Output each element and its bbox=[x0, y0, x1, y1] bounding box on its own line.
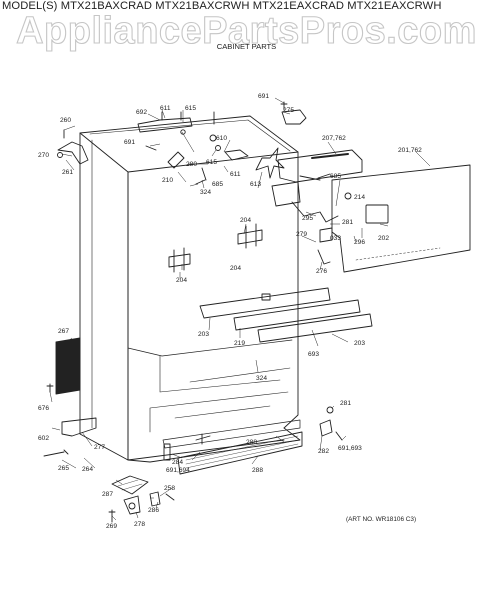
cabinet-front-edge bbox=[127, 171, 285, 461]
side-panel-267 bbox=[55, 337, 81, 395]
callout-label: 691,694 bbox=[166, 467, 190, 474]
callout-label: 260 bbox=[60, 117, 71, 124]
callout-label: 201,762 bbox=[398, 147, 422, 154]
callout-label: 693 bbox=[308, 351, 319, 358]
hinge-screw bbox=[57, 152, 63, 158]
callout-label: 279 bbox=[296, 231, 307, 238]
callout-label: 284 bbox=[172, 459, 183, 466]
callout-label: 685 bbox=[212, 181, 223, 188]
callout-label: 267 bbox=[58, 328, 69, 335]
callout-label: 691,693 bbox=[338, 445, 362, 452]
callout-label: 210 bbox=[162, 177, 173, 184]
callout-label: 282 bbox=[318, 448, 329, 455]
shelf-rail-right bbox=[237, 229, 263, 245]
callout-label: 265 bbox=[58, 465, 69, 472]
callout-label: 204 bbox=[240, 217, 251, 224]
callout-label: 264 bbox=[82, 466, 93, 473]
fan-bracket bbox=[277, 149, 363, 183]
callout-label: 602 bbox=[38, 435, 49, 442]
callout-label: 287 bbox=[102, 491, 113, 498]
watermark: AppliancePartsPros.com bbox=[16, 9, 477, 52]
callout-label: 280 bbox=[186, 161, 197, 168]
callout-label: 692 bbox=[136, 109, 147, 116]
model-list: MODEL(S) MTX21BAXCRAD MTX21BAXCRWH MTX21… bbox=[2, 0, 442, 12]
callout-label: 288 bbox=[246, 439, 257, 446]
cabinet-top-inner bbox=[89, 119, 291, 152]
callout-label: 286 bbox=[148, 507, 159, 514]
callout-label: 203 bbox=[354, 340, 365, 347]
callout-label: 270 bbox=[38, 152, 49, 159]
callout-label: 276 bbox=[316, 268, 327, 275]
leveler-plate bbox=[111, 475, 149, 495]
callout-label: 324 bbox=[200, 189, 211, 196]
rail-219 bbox=[233, 299, 361, 331]
callout-label: 685 bbox=[330, 173, 341, 180]
bottom-hinge bbox=[61, 417, 97, 437]
freezer-floor bbox=[159, 355, 291, 393]
lower-compartment bbox=[149, 391, 289, 433]
top-hinge bbox=[57, 141, 89, 165]
callout-label: 261 bbox=[62, 169, 73, 176]
wire-harness bbox=[291, 201, 339, 223]
cabinet-right-side bbox=[283, 151, 299, 429]
callout-label: 611 bbox=[230, 171, 241, 178]
damper-control bbox=[224, 149, 249, 161]
callout-label: 691 bbox=[124, 139, 135, 146]
shelf-rail-left bbox=[168, 253, 191, 268]
callout-label: 615 bbox=[206, 159, 217, 166]
roller-278 bbox=[123, 495, 141, 515]
callout-labels: 691 275 692 611 615 260 691 610 207,762 270 261 280… bbox=[38, 93, 422, 530]
callout-label: 278 bbox=[134, 521, 145, 528]
bracket-275 bbox=[281, 109, 307, 125]
callout-label: 203 bbox=[198, 331, 209, 338]
callout-label: 207,762 bbox=[322, 135, 346, 142]
callout-label: 202 bbox=[378, 235, 389, 242]
callout-label: 288 bbox=[252, 467, 263, 474]
callout-label: 691 bbox=[258, 93, 269, 100]
mullion bbox=[127, 339, 293, 357]
callout-label: 295 bbox=[302, 215, 313, 222]
callout-label: 219 bbox=[234, 340, 245, 347]
callout-label: 269 bbox=[106, 523, 117, 530]
callout-label: 676 bbox=[38, 405, 49, 412]
thermostat-knob bbox=[365, 204, 389, 224]
toe-grille bbox=[177, 431, 303, 475]
callout-label: 204 bbox=[230, 265, 241, 272]
callout-label: 613 bbox=[250, 181, 261, 188]
callout-label: 204 bbox=[176, 277, 187, 284]
cabinet-left-side bbox=[79, 132, 129, 461]
callout-label: 258 bbox=[164, 485, 175, 492]
callout-label: 615 bbox=[185, 105, 196, 112]
callout-label: 296 bbox=[354, 239, 365, 246]
callout-label: 214 bbox=[354, 194, 365, 201]
callout-label: 275 bbox=[283, 107, 294, 114]
callout-label: 281 bbox=[340, 400, 351, 407]
callout-label: 277 bbox=[94, 444, 105, 451]
callout-label: 281 bbox=[342, 219, 353, 226]
rail-203-top bbox=[199, 287, 331, 319]
rail-203-low bbox=[257, 313, 373, 343]
callout-label: 033 bbox=[330, 235, 341, 242]
art-number: (ART NO. WR18106 C3) bbox=[346, 516, 417, 523]
bracket-282 bbox=[319, 419, 333, 437]
fan-motor bbox=[271, 181, 301, 207]
callout-label: 324 bbox=[256, 375, 267, 382]
section-title: CABINET PARTS bbox=[216, 42, 277, 51]
callout-label: 611 bbox=[160, 105, 171, 112]
callout-label: 610 bbox=[216, 135, 227, 142]
